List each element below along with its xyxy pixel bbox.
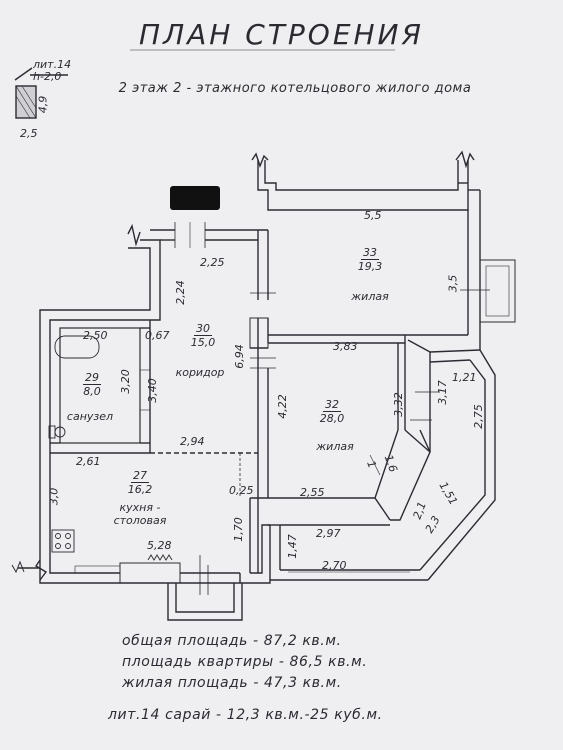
outer-walls (11, 150, 516, 621)
dim-3-0: 3,0 (47, 487, 61, 506)
dim-3-40: 3,40 (145, 378, 159, 403)
door-marks (174, 222, 490, 595)
shed-side: 4,9 (36, 95, 50, 114)
shed-label: лит.14 (33, 58, 72, 71)
redacted-block (170, 186, 220, 210)
dim-2-75: 2,75 (471, 404, 485, 429)
room-29-number: 29 (83, 371, 101, 385)
dim-3-83: 3,83 (333, 340, 358, 353)
room-29-label: 29 8,0 (72, 371, 112, 398)
dim-2-24: 2,24 (173, 280, 187, 305)
dim-1-47: 1,47 (285, 534, 299, 559)
dim-6-94: 6,94 (232, 344, 246, 369)
room-33-number: 33 (361, 246, 379, 260)
bathtub-icon (54, 335, 100, 359)
room-29-name: санузел (66, 410, 114, 423)
dim-2-25: 2,25 (200, 256, 225, 269)
shed-height: h-2,0 (33, 70, 62, 83)
room-30-area: 15,0 (190, 336, 216, 349)
dim-2-55: 2,55 (300, 486, 325, 499)
dim-0-67: 0,67 (145, 329, 170, 342)
room-32-number: 32 (323, 398, 341, 412)
dim-1-21: 1,21 (452, 371, 477, 384)
room-32-name: жилая (316, 440, 354, 453)
room-27-name-line2: столовая (113, 514, 167, 527)
room-27-number: 27 (131, 469, 149, 483)
room-33-area: 19,3 (357, 260, 383, 273)
shed-sketch (14, 67, 68, 119)
summary-apartment-area: площадь квартиры - 86,5 кв.м. (122, 654, 368, 670)
shed-width: 2,5 (20, 127, 38, 140)
dim-2-97: 2,97 (316, 527, 341, 540)
room-32-area: 28,0 (319, 412, 345, 425)
radiator-icon (147, 554, 173, 561)
summary-shed: лит.14 сарай - 12,3 кв.м.-25 куб.м. (108, 707, 383, 723)
summary-total-area: общая площадь - 87,2 кв.м. (122, 633, 342, 649)
room-32-label: 32 28,0 (312, 398, 352, 425)
dim-1-70: 1,70 (231, 517, 245, 542)
room-27-label: 27 16,2 (120, 469, 160, 496)
dim-2-94: 2,94 (180, 435, 205, 448)
room-29-area: 8,0 (83, 385, 101, 398)
stove-icon (51, 529, 75, 553)
fixtures (48, 335, 173, 561)
room-27-area: 16,2 (127, 483, 153, 496)
dim-2-50: 2,50 (83, 329, 108, 342)
dim-0-25: 0,25 (229, 484, 254, 497)
plan-subtitle: 2 этаж 2 - этажного котельцового жилого … (118, 81, 472, 96)
room-30-name: коридор (175, 366, 225, 379)
plan-title: ПЛАН СТРОЕНИЯ (139, 18, 424, 51)
room-30-label: 30 15,0 (183, 322, 223, 349)
summary-living-area: жилая площадь - 47,3 кв.м. (122, 675, 342, 691)
dim-3-20: 3,20 (118, 369, 132, 394)
dim-3-5: 3,5 (446, 274, 460, 293)
dim-3-17: 3,17 (435, 380, 449, 405)
room-30-number: 30 (194, 322, 212, 336)
dim-2-61: 2,61 (76, 455, 101, 468)
dim-4-22: 4,22 (275, 394, 289, 419)
interior-walls (50, 230, 468, 573)
room-33-name: жилая (351, 290, 389, 303)
dim-3-32: 3,32 (391, 392, 405, 417)
room-27-name-line1: кухня - (119, 501, 161, 514)
dim-5-5: 5,5 (364, 209, 382, 222)
room-33-label: 33 19,3 (350, 246, 390, 273)
dim-2-70: 2,70 (322, 559, 347, 572)
dim-5-28: 5,28 (147, 539, 172, 552)
